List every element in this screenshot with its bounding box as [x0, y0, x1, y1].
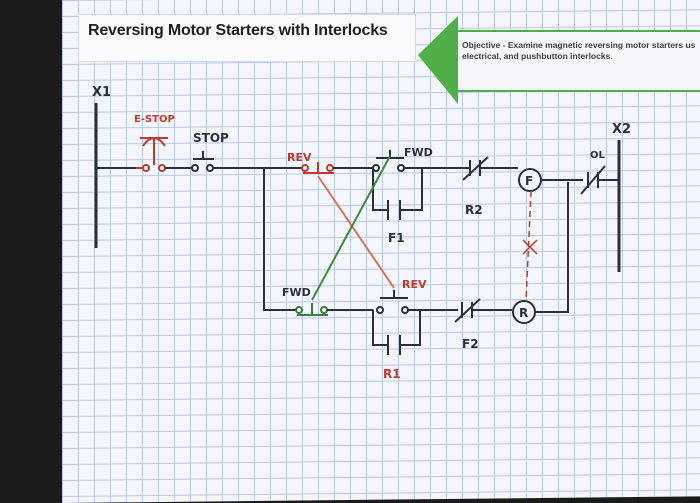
branch-wire — [263, 168, 296, 311]
fwd-pushbutton-link — [311, 155, 391, 301]
f1-branch-wire — [372, 168, 382, 211]
label-coil-f: F — [525, 174, 533, 188]
interlock-x-mark — [522, 239, 538, 255]
r1-contact — [382, 335, 409, 355]
label-r2: R2 — [465, 203, 483, 217]
title-box — [78, 14, 416, 62]
r1-branch-wire — [372, 310, 382, 346]
rev-pushbutton-link — [317, 175, 395, 289]
rev-no-button-bottom — [376, 290, 409, 314]
objective-line-1: Objective - Examine magnetic reversing m… — [462, 40, 696, 50]
label-f1: F1 — [388, 231, 405, 245]
label-rev-top: REV — [287, 151, 312, 164]
objective-box — [458, 32, 700, 90]
f1-contact — [382, 200, 409, 220]
label-r1: R1 — [383, 367, 401, 381]
label-rev-bottom: REV — [402, 278, 427, 291]
label-stop: STOP — [193, 131, 229, 145]
label-coil-r: R — [519, 306, 528, 320]
label-estop: E-STOP — [134, 114, 175, 125]
stop-button — [191, 151, 214, 172]
objective-text: Objective - Examine magnetic reversing m… — [462, 40, 700, 62]
label-fwd-top: FWD — [404, 146, 433, 159]
label-x2: X2 — [612, 122, 631, 137]
label-f2: F2 — [462, 337, 479, 351]
estop-button — [136, 137, 168, 172]
label-ol: OL — [590, 150, 606, 161]
label-fwd-bottom: FWD — [282, 286, 311, 299]
slide-title: Reversing Motor Starters with Interlocks — [88, 22, 388, 39]
rev-nc-button-top — [301, 162, 334, 174]
r-coil-wire — [535, 182, 569, 313]
fwd-nc-button-bottom — [295, 303, 328, 316]
objective-line-2: electrical, and pushbutton interlocks. — [462, 51, 613, 61]
label-x1: X1 — [92, 85, 111, 100]
